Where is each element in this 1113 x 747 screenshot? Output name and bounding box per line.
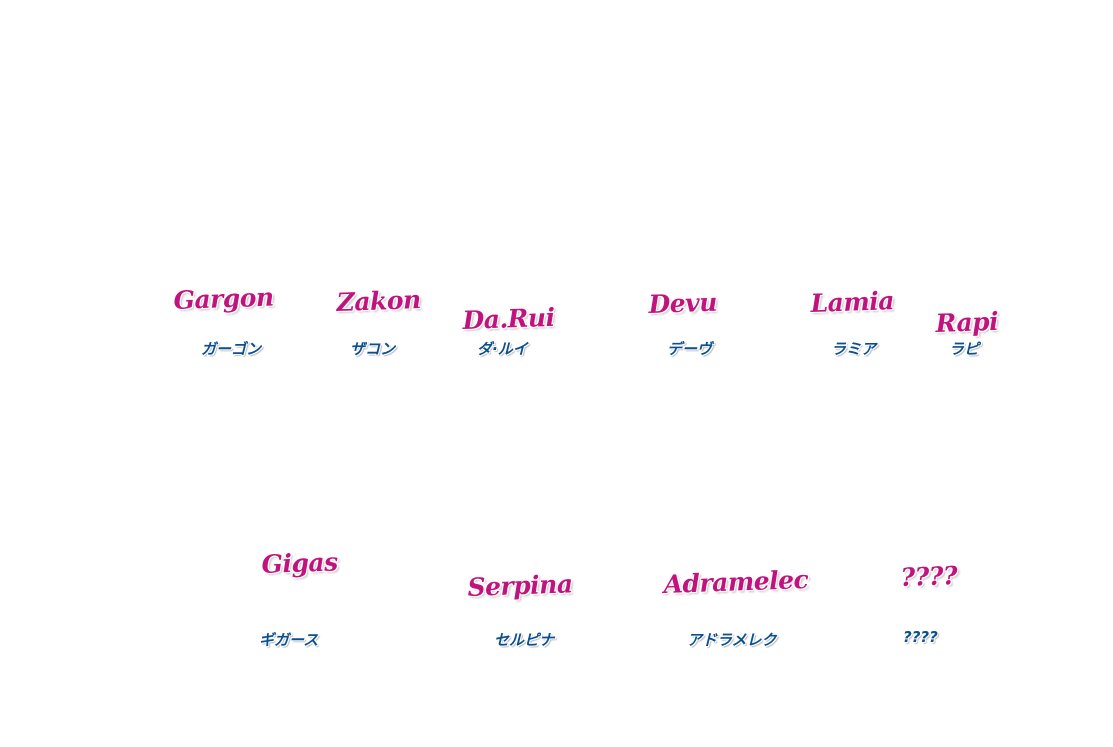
katakana-name-rapi: ラピ — [949, 340, 980, 358]
english-name-gargon: Gargon — [173, 282, 275, 315]
katakana-name-zakon: ザコン — [350, 340, 396, 358]
english-name-lamia: Lamia — [810, 286, 895, 318]
english-name-gigas: Gigas — [261, 547, 339, 579]
english-name-rapi: Rapi — [935, 306, 999, 338]
katakana-name-serpina: セルピナ — [494, 631, 555, 649]
english-name-adramelec: Adramelec — [663, 564, 809, 599]
katakana-name-darui: ダ·ルイ — [477, 340, 528, 358]
katakana-name-gigas: ギガース — [259, 631, 319, 649]
katakana-name-unknown: ???? — [903, 628, 938, 646]
english-name-zakon: Zakon — [336, 285, 422, 317]
english-name-serpina: Serpina — [467, 569, 573, 602]
katakana-name-devu: デーヴ — [667, 340, 713, 358]
english-name-devu: Devu — [648, 287, 718, 319]
english-name-unknown: ???? — [900, 561, 958, 592]
katakana-name-gargon: ガーゴン — [201, 340, 262, 358]
english-name-darui: Da.Rui — [462, 302, 556, 335]
katakana-name-lamia: ラミア — [831, 340, 877, 358]
katakana-name-adramelec: アドラメレク — [687, 631, 777, 649]
